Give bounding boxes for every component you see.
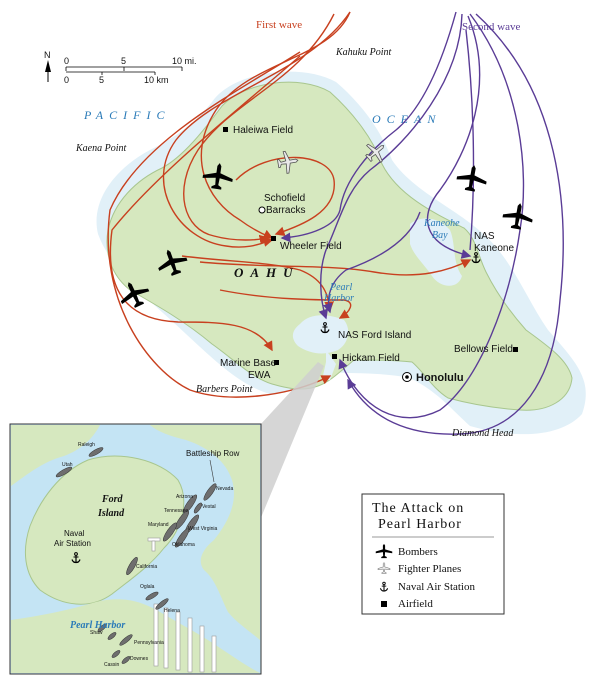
north-arrow-icon: N	[44, 50, 51, 82]
hickam-field-label: Hickam Field	[342, 353, 400, 364]
pearl-harbor-label-2: Harbor	[323, 293, 354, 304]
kaneohe-label-1: Kaneohe	[423, 218, 460, 229]
barracks-icon	[258, 206, 266, 214]
ship-raleigh-label: Raleigh	[78, 442, 95, 448]
pearl-harbor-water	[292, 315, 349, 354]
airfield-icon	[332, 354, 337, 359]
nas-ford-island-label: NAS Ford Island	[338, 330, 411, 341]
legend: The Attack on Pearl Harbor Bombers Fight…	[361, 493, 505, 615]
ship-west-virginia-label: West Virginia	[188, 526, 217, 532]
marine-base-label-2: EWA	[248, 370, 271, 381]
ford-island-label-1: Ford	[101, 494, 124, 505]
legend-bombers: Bombers	[398, 546, 438, 558]
second-wave-label: Second wave	[462, 21, 520, 33]
schofield-label-1: Schofield	[264, 193, 305, 204]
legend-naval-air-station: Naval Air Station	[398, 581, 475, 593]
ford-island-label-2: Island	[97, 508, 125, 519]
scale-km-5: 5	[99, 75, 104, 85]
ship-cassin-label: Cassin	[104, 662, 120, 668]
scale-km-10: 10 km	[144, 75, 169, 85]
legend-title-2: Pearl Harbor	[378, 517, 462, 532]
ship-downes-label: Downes	[130, 656, 149, 662]
inset-pearl-harbor-label: Pearl Harbor	[70, 620, 125, 631]
ocean-label: OCEAN	[372, 112, 441, 126]
ship-tennessee-label: Tennessee	[164, 508, 188, 514]
honolulu-label: Honolulu	[416, 372, 464, 384]
wheeler-field-label: Wheeler Field	[280, 241, 342, 252]
scale-mi-5: 5	[121, 56, 126, 66]
scale-mi-10: 10 mi.	[172, 56, 197, 66]
kahuku-point-label: Kahuku Point	[335, 47, 391, 58]
schofield-label-2: Barracks	[266, 205, 305, 216]
scale-bar: 0 5 10 mi. 0 5 10 km	[64, 56, 197, 85]
legend-title-1: The Attack on	[372, 501, 464, 516]
airfield-icon	[223, 127, 228, 132]
ship-california-label: California	[136, 564, 157, 570]
ship-helena-label: Helena	[164, 608, 180, 614]
ship-nevada-label: Nevada	[216, 486, 233, 492]
ship-oglala-label: Oglala	[140, 584, 155, 590]
ship-shaw-label: Shaw	[90, 630, 103, 636]
airfield-icon	[381, 601, 387, 607]
nas-kaneone-label-2: Kaneone	[474, 243, 514, 254]
inset-callout	[260, 362, 324, 520]
ship-oklahoma-label: Oklahoma	[172, 542, 195, 548]
bellows-field-label: Bellows Field	[454, 344, 513, 355]
kaneohe-label-2: Bay	[432, 230, 448, 241]
second-wave-routes	[280, 11, 564, 435]
ship-pennsylvania-label: Pennsylvania	[134, 640, 164, 646]
pearl-harbor-inlet	[322, 350, 336, 380]
ship-vestal-label: Vestal	[202, 504, 216, 510]
scale-km-0: 0	[64, 75, 69, 85]
ship-arizona-label: Arizona	[176, 494, 193, 500]
legend-airfield: Airfield	[398, 598, 433, 610]
haleiwa-field-label: Haleiwa Field	[233, 125, 293, 136]
pacific-label: PACIFIC	[83, 108, 170, 122]
legend-fighter-planes: Fighter Planes	[398, 563, 461, 575]
naval-air-station-label-1: Naval	[64, 529, 85, 538]
airfield-icon	[513, 347, 518, 352]
barbers-point-label: Barbers Point	[196, 384, 253, 395]
nas-kaneone-label-1: NAS	[474, 231, 495, 242]
pearl-harbor-label-1: Pearl	[329, 282, 352, 293]
north-label: N	[44, 50, 51, 60]
airfield-icon	[274, 360, 279, 365]
ship-maryland-label: Maryland	[148, 522, 169, 528]
scale-mi-0: 0	[64, 56, 69, 66]
oahu-island	[106, 81, 573, 411]
kaena-point-label: Kaena Point	[75, 143, 126, 154]
oahu-label: OAHU	[234, 265, 300, 280]
marine-base-label-1: Marine Base	[220, 358, 277, 369]
honolulu-city-icon	[402, 372, 412, 382]
first-wave-routes	[107, 11, 472, 398]
diamond-head-label: Diamond Head	[451, 428, 514, 439]
airfield-icon	[271, 236, 276, 241]
pearl-harbor-inset: Raleigh Utah Nevada Arizona Vestal Tenne…	[9, 423, 262, 675]
first-wave-label: First wave	[256, 19, 302, 31]
ship-utah-label: Utah	[62, 462, 73, 468]
battleship-row-label: Battleship Row	[186, 449, 240, 458]
naval-air-station-label-2: Air Station	[54, 539, 91, 548]
